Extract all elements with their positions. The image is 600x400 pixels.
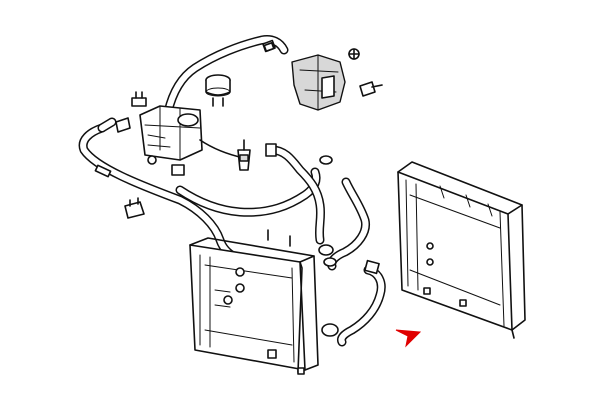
temperature-sensor — [237, 139, 251, 171]
hose-plug — [94, 164, 112, 178]
lower-radiator-hose — [318, 177, 371, 271]
mounting-bracket — [124, 197, 145, 219]
mounting-bracket-small — [131, 91, 147, 107]
bypass-hose — [175, 167, 321, 217]
return-hose — [321, 259, 386, 347]
thermostat-housing — [263, 42, 383, 111]
tank-outlet-clamp — [171, 164, 185, 176]
hose-clamp-3 — [318, 244, 334, 256]
upper-radiator-hose — [265, 143, 333, 245]
tank-cap — [205, 74, 231, 107]
tank-bracket-left — [115, 117, 131, 133]
expansion-tank — [115, 105, 245, 176]
indicator-arrow-icon — [395, 329, 422, 348]
condenser — [397, 161, 526, 339]
hose-clamp-4 — [321, 323, 339, 337]
hose-clamp — [265, 143, 277, 157]
radiator — [189, 229, 319, 375]
hose-clamp-2 — [319, 155, 333, 165]
